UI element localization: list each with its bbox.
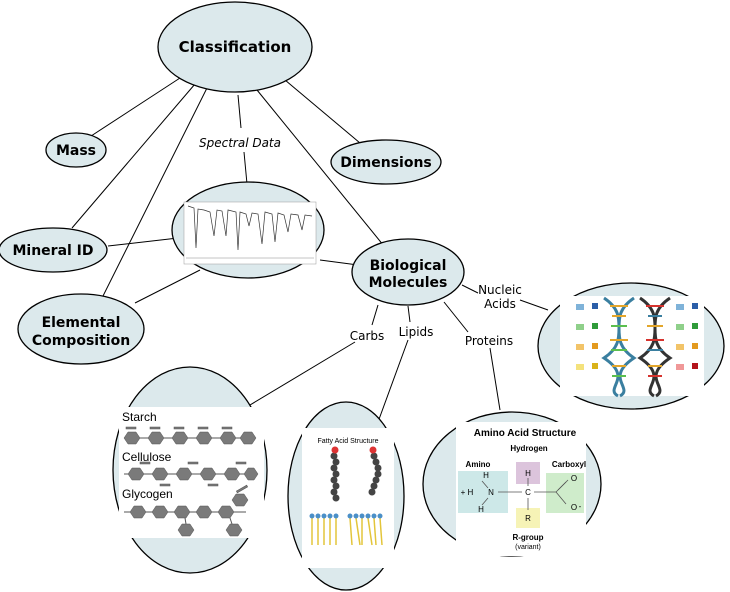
carbs-cellulose-label: Cellulose [122, 450, 172, 464]
nucleobase-icons-right [676, 303, 698, 370]
node-mass-label: Mass [56, 143, 96, 159]
amino-plus-h: + H [461, 488, 474, 497]
amino-h-top: H [525, 469, 531, 478]
panel-carbs: Starch Cellulose Glycogen [112, 366, 268, 574]
edge-bio-proteins-a [443, 301, 469, 333]
glycogen-chain-icon [124, 484, 249, 537]
amino-c: C [525, 488, 531, 497]
node-mineral-id: Mineral ID [0, 227, 108, 273]
edge-label-proteins: Proteins [465, 334, 513, 348]
node-mineral-id-label: Mineral ID [12, 243, 93, 259]
node-biological-molecules: Biological Molecules [351, 238, 465, 306]
fatty-acid-molecule-icon [330, 446, 382, 502]
edge-classification-spectral-a [237, 94, 242, 129]
amino-h-bottom: H [478, 505, 484, 514]
node-elemental-composition: Elemental Composition [17, 293, 145, 365]
lipid-heads-icon [309, 513, 383, 519]
edge-classification-mass [87, 77, 181, 139]
edge-spectrum-mineral [107, 237, 179, 247]
edge-label-spectral-data: Spectral Data [199, 136, 281, 150]
carbs-glycogen-label: Glycogen [122, 487, 173, 501]
edge-classification-spectral-b [243, 151, 248, 185]
amino-amino-label: Amino [466, 460, 491, 469]
nucleobase-icons-left [576, 303, 598, 370]
node-dimensions-label: Dimensions [340, 155, 432, 171]
connectors [71, 77, 549, 423]
rgroup-box [516, 508, 540, 528]
lipids-title: Fatty Acid Structure [317, 438, 378, 445]
node-spectrum [171, 181, 325, 279]
edge-bio-proteins-b [489, 347, 501, 411]
edge-label-nucleic-2: Acids [484, 297, 516, 311]
amino-rgroup-label: R-group [512, 533, 543, 542]
edge-bio-carbs-a [371, 304, 379, 326]
node-classification: Classification [157, 1, 313, 93]
lipid-layer-icon [311, 517, 383, 546]
edge-bio-lipids-b [377, 339, 409, 423]
edge-label-nucleic-1: Nucleic [478, 283, 522, 297]
amino-bonds [481, 478, 569, 510]
amino-carboxyl-label: Carboxyl [552, 460, 586, 469]
carbs-starch-label: Starch [122, 410, 157, 424]
edge-label-lipids: Lipids [399, 325, 434, 339]
edge-bio-lipids-a [407, 305, 411, 323]
node-classification-label: Classification [179, 38, 292, 56]
amino-hydrogen-label: Hydrogen [510, 444, 547, 453]
hydrogen-box [516, 462, 540, 484]
node-bio-label-2: Molecules [369, 275, 448, 291]
amino-variant-label: (variant) [515, 544, 541, 551]
edge-bio-nucleic-a [461, 284, 479, 294]
node-elemental-label-2: Composition [32, 333, 130, 349]
edge-label-carbs: Carbs [350, 329, 385, 343]
cellulose-chain-icon [124, 461, 259, 487]
spectrum-trace [187, 205, 313, 251]
edge-bio-nucleic-b [519, 299, 549, 311]
edge-spectrum-elemental [134, 269, 201, 304]
edge-classification-bio [256, 89, 385, 247]
node-elemental-label-1: Elemental [42, 315, 121, 331]
amino-n: N [488, 488, 494, 497]
edge-classification-mineral [71, 83, 196, 229]
amino-o-minus: - [579, 502, 582, 511]
edge-classification-elemental [101, 87, 208, 299]
panel-lipids: Fatty Acid Structure [287, 401, 405, 591]
edge-spectrum-bio [319, 259, 359, 266]
amino-o-top: O [571, 474, 577, 483]
panel-nucleic-acids [537, 282, 725, 410]
amino-title: Amino Acid Structure [474, 428, 577, 439]
amino-o-bottom: O [571, 503, 577, 512]
amino-r: R [525, 514, 531, 523]
starch-chain-icon [123, 426, 257, 445]
panel-amino-acid: Amino Acid Structure Hydrogen Amino Carb… [422, 411, 602, 557]
edge-classification-dimensions [284, 79, 361, 144]
edge-bio-carbs-b [244, 341, 356, 409]
node-mass: Mass [45, 132, 107, 168]
amino-h-top-left: H [483, 471, 489, 480]
node-bio-label-1: Biological [370, 258, 447, 274]
dna-helix-icon [637, 296, 673, 398]
node-dimensions: Dimensions [330, 139, 442, 185]
rna-helix-icon [601, 296, 637, 398]
carboxyl-box [546, 473, 584, 513]
